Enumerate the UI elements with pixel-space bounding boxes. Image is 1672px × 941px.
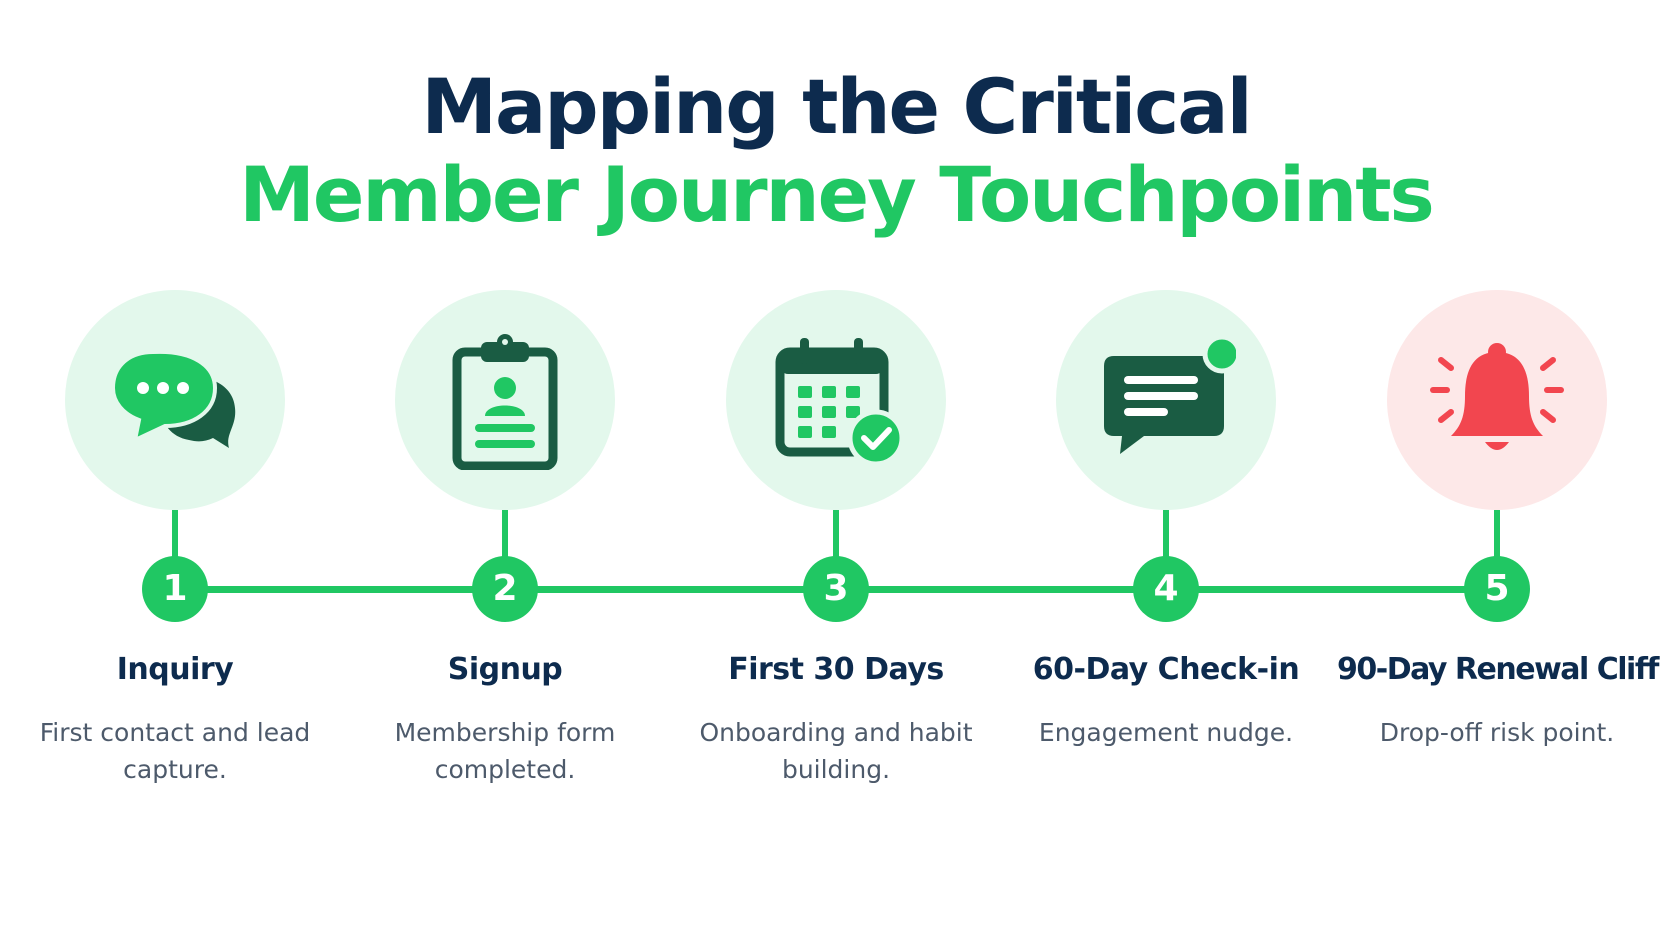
calendar-check-icon <box>775 338 905 467</box>
step-5-icon-circle <box>1387 290 1607 510</box>
step-5-number-badge: 5 <box>1464 556 1530 622</box>
alarm-bell-icon <box>1430 343 1564 450</box>
title-line-1: Mapping the Critical <box>421 62 1252 151</box>
step-1-number-badge: 1 <box>142 556 208 622</box>
step-2-title: Signup <box>447 652 563 687</box>
step-1-icon-circle <box>65 290 285 510</box>
step-3-title: First 30 Days <box>728 652 944 687</box>
step-5-title: 90-Day Renewal Cliff <box>1337 652 1659 687</box>
clipboard-form-icon <box>452 334 558 470</box>
step-4-description: Engagement nudge. <box>1038 718 1294 747</box>
step-5-description: Drop-off risk point. <box>1379 718 1615 747</box>
step-4-title: 60-Day Check-in <box>1032 652 1300 687</box>
step-4-connector <box>1163 510 1169 570</box>
step-3-icon-circle <box>726 290 946 510</box>
step-3-description: Onboarding and habit building. <box>699 718 973 784</box>
step-2-description: Membership form completed. <box>394 718 616 784</box>
message-notification-icon <box>1104 334 1236 454</box>
chat-bubbles-icon <box>110 349 236 448</box>
step-1-description: First contact and lead capture. <box>39 718 311 784</box>
step-4-number-badge: 4 <box>1133 556 1199 622</box>
step-4-icon-circle <box>1056 290 1276 510</box>
step-2-connector <box>502 510 508 570</box>
title-line-2: Member Journey Touchpoints <box>239 150 1435 239</box>
step-5-connector <box>1494 510 1500 570</box>
step-1-title: Inquiry <box>116 652 234 687</box>
step-3-number-badge: 3 <box>803 556 869 622</box>
step-1-connector <box>172 510 178 570</box>
step-2-icon-circle <box>395 290 615 510</box>
step-3-connector <box>833 510 839 570</box>
step-2-number-badge: 2 <box>472 556 538 622</box>
